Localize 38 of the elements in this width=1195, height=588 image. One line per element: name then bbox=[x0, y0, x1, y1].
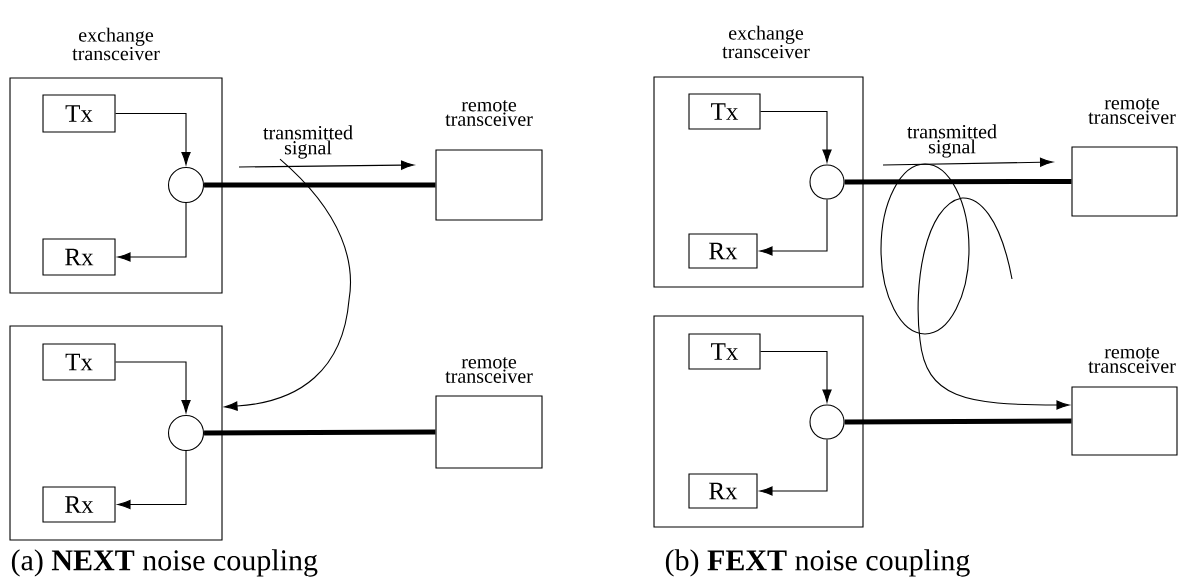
transceiver-box bbox=[9, 325, 223, 541]
box-heading: remote transceiver bbox=[445, 357, 533, 383]
caption: (b) FEXT noise coupling bbox=[665, 549, 970, 577]
block-box: Tx bbox=[688, 93, 761, 130]
block-box: Rx bbox=[688, 233, 758, 269]
arrow bbox=[760, 110, 832, 163]
cable-line bbox=[844, 418, 1072, 425]
cable-line bbox=[204, 182, 436, 188]
cable-line bbox=[204, 429, 436, 436]
hybrid-circle bbox=[167, 166, 205, 204]
box-heading: exchange transceiver bbox=[722, 25, 810, 59]
hybrid-circle bbox=[809, 164, 845, 200]
signal-label: transmitted signal bbox=[263, 125, 353, 159]
block-box: Rx bbox=[688, 473, 758, 509]
box-heading: remote transceiver bbox=[1088, 347, 1176, 373]
hybrid-circle bbox=[167, 414, 205, 452]
transceiver-box bbox=[653, 315, 864, 528]
arrow bbox=[115, 112, 191, 165]
coupling-arrow bbox=[880, 163, 1070, 410]
box-heading: remote transceiver bbox=[445, 100, 533, 126]
block-box: Rx bbox=[42, 486, 116, 523]
box-heading: remote transceiver bbox=[1088, 98, 1176, 124]
box-heading: exchange transceiver bbox=[72, 27, 160, 61]
arrow bbox=[117, 450, 187, 510]
arrow bbox=[760, 350, 832, 403]
arrow bbox=[224, 158, 352, 411]
block-box: Tx bbox=[688, 333, 761, 370]
caption: (a) NEXT noise coupling bbox=[11, 549, 318, 577]
hybrid-circle bbox=[809, 404, 845, 440]
arrow bbox=[117, 202, 187, 262]
cable-line bbox=[844, 179, 1072, 185]
block-box: Tx bbox=[42, 94, 116, 133]
signal-label: transmitted signal bbox=[907, 124, 997, 158]
block-box: Rx bbox=[42, 238, 116, 276]
arrow bbox=[759, 439, 828, 496]
block-box: Tx bbox=[42, 343, 116, 381]
arrow bbox=[759, 199, 828, 256]
arrow bbox=[115, 361, 191, 413]
